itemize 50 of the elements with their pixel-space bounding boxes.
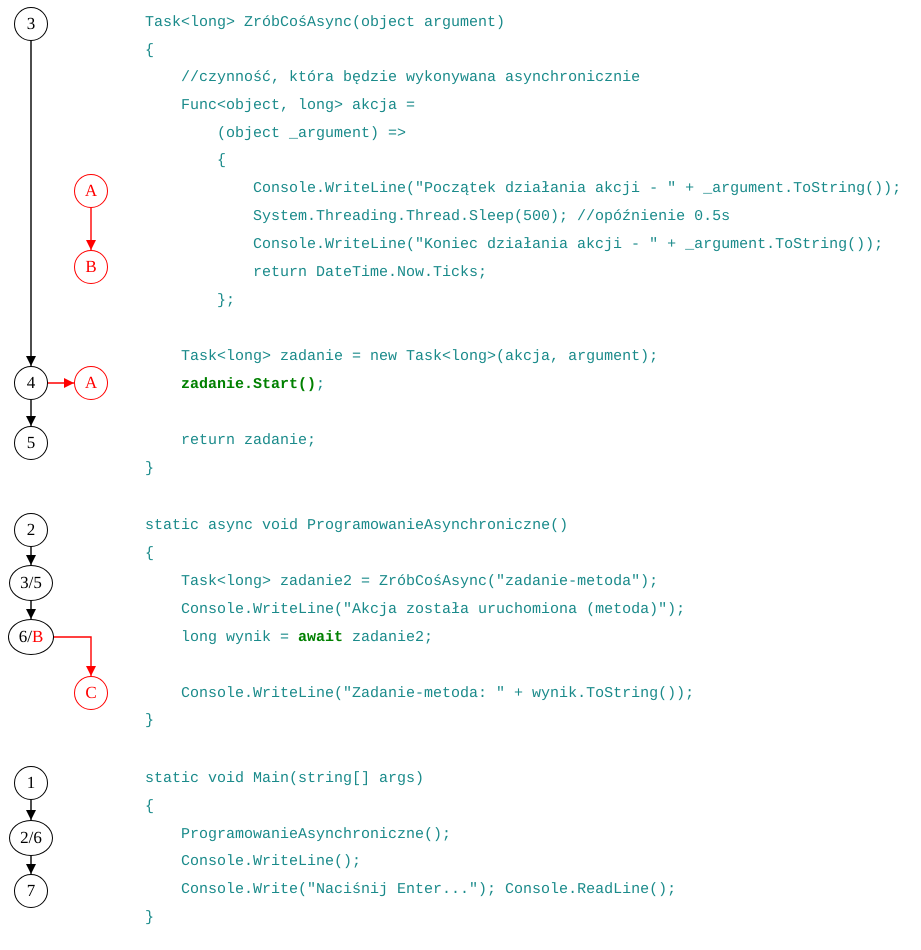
step-circle: 5 — [14, 426, 48, 460]
code-line: { — [145, 798, 154, 816]
code-line: //czynność, która będzie wykonywana asynchronicznie — [181, 69, 640, 87]
step-circle: C — [74, 676, 108, 710]
code-line: } — [145, 909, 154, 927]
code-line: return zadanie; — [181, 432, 316, 450]
step-circle: 4 — [14, 366, 48, 400]
step-circle: A — [74, 366, 108, 400]
code-line: long wynik = await zadanie2; — [181, 629, 434, 647]
code-line: Console.WriteLine("Koniec działania akcji - " + _argument.ToString()); — [253, 236, 884, 254]
code-line: { — [145, 545, 154, 563]
code-line: Console.WriteLine(); — [181, 853, 362, 871]
code-line: static void Main(string[] args) — [145, 770, 424, 788]
arrow — [26, 601, 36, 619]
code-line: Task<long> zadanie = new Task<long>(akcja, argument); — [181, 348, 658, 366]
code-line: return DateTime.Now.Ticks; — [253, 264, 488, 282]
code-line: Func<object, long> akcja = — [181, 97, 416, 115]
arrow — [86, 208, 96, 250]
code-line: Console.Write("Naciśnij Enter..."); Console.ReadLine(); — [181, 881, 676, 899]
code-line: } — [145, 712, 154, 730]
arrow — [48, 378, 74, 388]
arrow — [26, 400, 36, 426]
code-line: (object _argument) => — [217, 125, 406, 143]
code-line: Console.WriteLine("Początek działania akcji - " + _argument.ToString()); — [253, 180, 902, 198]
step-circle: 6/B — [8, 619, 54, 655]
code-line: } — [145, 460, 154, 478]
code-line: Task<long> ZróbCośAsync(object argument) — [145, 14, 506, 32]
step-circle: 2/6 — [9, 820, 53, 856]
arrow — [54, 636, 96, 676]
code-line: static async void ProgramowanieAsynchroniczne() — [145, 517, 568, 535]
step-circle: A — [74, 174, 108, 208]
step-circle: 1 — [14, 766, 48, 800]
step-circle: 3 — [14, 7, 48, 41]
code-line: { — [217, 152, 226, 170]
arrow — [26, 547, 36, 565]
step-circle: 2 — [14, 513, 48, 547]
arrow — [26, 800, 36, 820]
code-line: zadanie.Start(); — [181, 376, 326, 394]
code-line: System.Threading.Thread.Sleep(500); //opóźnienie 0.5s — [253, 208, 730, 226]
step-circle: 7 — [14, 874, 48, 908]
step-circle: 3/5 — [9, 565, 53, 601]
arrow — [26, 41, 36, 366]
step-circle: B — [74, 250, 108, 284]
arrow — [26, 856, 36, 874]
code-line: ProgramowanieAsynchroniczne(); — [181, 826, 452, 844]
code-line: Task<long> zadanie2 = ZróbCośAsync("zadanie-metoda"); — [181, 573, 658, 591]
code-line: }; — [217, 292, 236, 310]
code-line: { — [145, 42, 154, 60]
code-line: Console.WriteLine("Akcja została uruchomiona (metoda)"); — [181, 601, 686, 619]
code-line: Console.WriteLine("Zadanie-metoda: " + wynik.ToString()); — [181, 685, 694, 703]
